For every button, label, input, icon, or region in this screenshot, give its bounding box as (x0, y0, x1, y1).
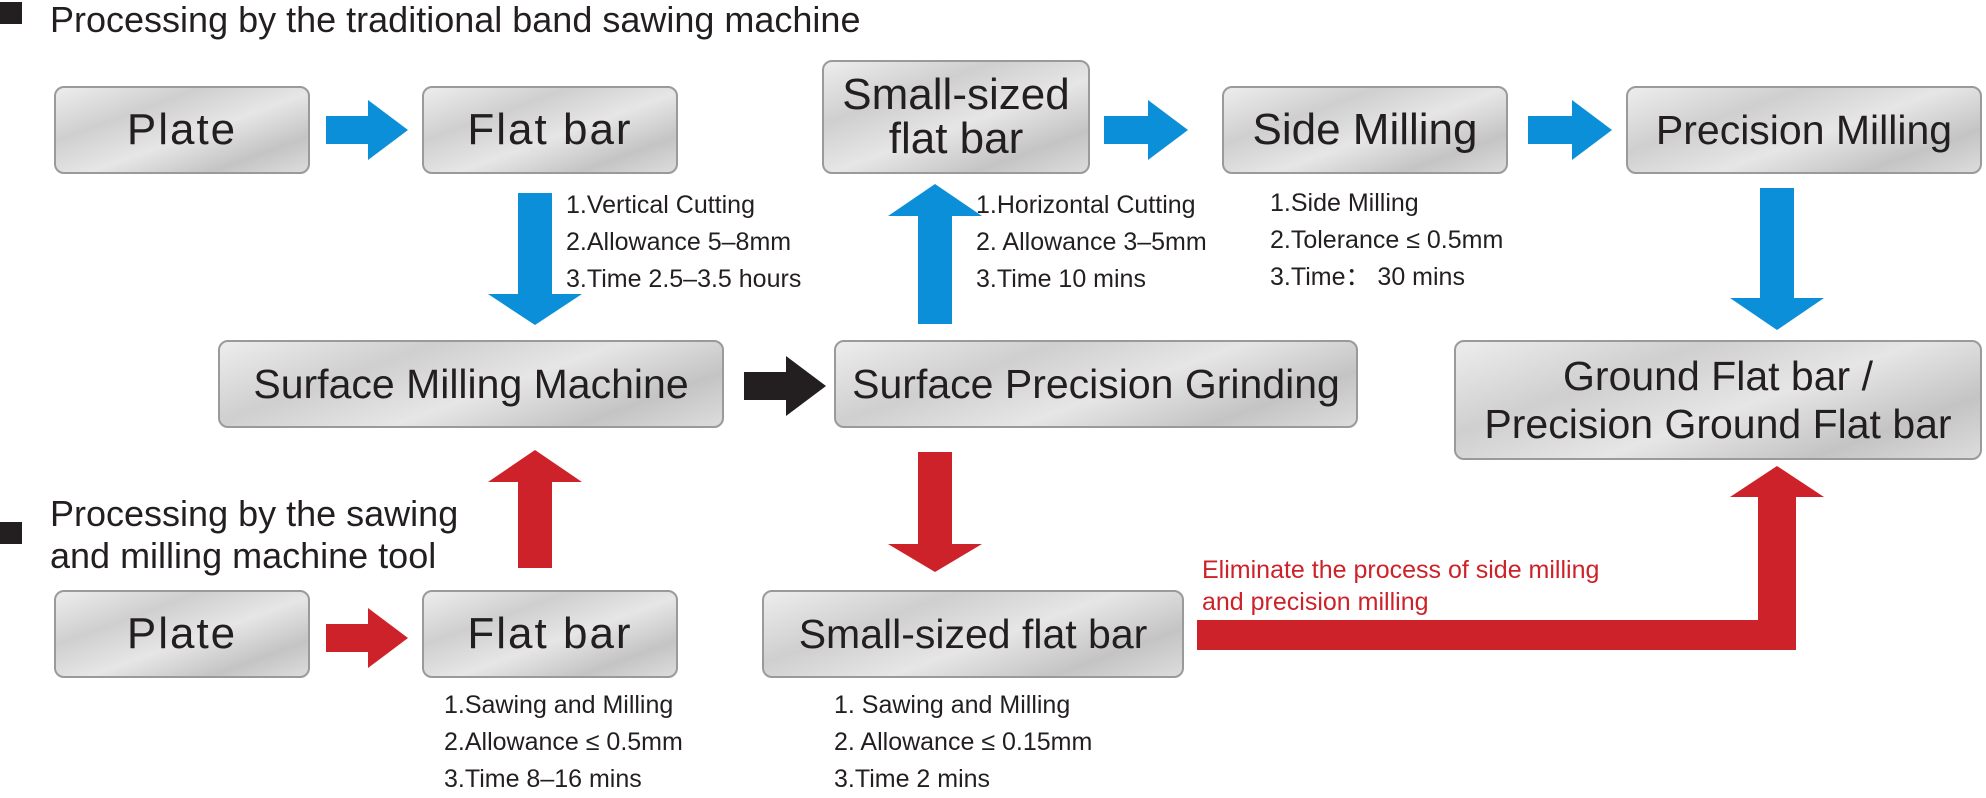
arrow-small-sized-bottom-to-ground-flat-bar (1197, 466, 1824, 650)
note-line: 2.Allowance ≤ 0.5mm (444, 728, 683, 756)
box-side-milling: Side Milling (1222, 86, 1508, 174)
arrow-small-sized-to-side-milling (1104, 100, 1188, 160)
heading-traditional: Processing by the traditional band sawin… (50, 0, 861, 40)
box-small-sized-bottom-label: Small-sized flat bar (798, 611, 1148, 657)
box-surface-milling-machine: Surface Milling Machine (218, 340, 724, 428)
box-plate-bottom-label: Plate (126, 609, 238, 658)
box-small-sized-top-label-line2: flat bar (888, 114, 1024, 163)
arrow-flatbar-to-surface-milling (488, 193, 582, 325)
note-line: 2.Tolerance ≤ 0.5mm (1270, 226, 1504, 254)
box-small-sized-top-label-line1: Small-sized (842, 70, 1070, 119)
box-small-sized-bottom: Small-sized flat bar (762, 590, 1184, 678)
note-line: 3.Time 2 mins (834, 765, 991, 793)
arrow-precision-milling-to-ground-flat-bar (1730, 188, 1824, 330)
note-sawing-milling-flat: 1.Sawing and Milling 2.Allowance ≤ 0.5mm… (444, 687, 683, 798)
arrow-flatbar-bottom-to-surface-milling (488, 450, 582, 568)
note-line: Eliminate the process of side milling (1202, 556, 1600, 584)
note-line: 1.Sawing and Milling (444, 691, 674, 719)
note-line: 3.Time 8–16 mins (444, 765, 642, 793)
arrow-grinding-to-small-sized-top (888, 184, 982, 324)
heading-sawing-milling-line2: and milling machine tool (50, 535, 437, 576)
box-plate-bottom: Plate (54, 590, 310, 678)
box-flat-bar-top: Flat bar (422, 86, 678, 174)
note-line: 3.Time 10 mins (976, 265, 1146, 293)
box-flat-bar-bottom: Flat bar (422, 590, 678, 678)
note-line: 1.Horizontal Cutting (976, 191, 1196, 219)
note-line: 1. Sawing and Milling (834, 691, 1071, 719)
note-line: 2. Allowance ≤ 0.15mm (834, 728, 1093, 756)
box-ground-flat-bar: Ground Flat bar / Precision Ground Flat … (1454, 340, 1982, 460)
note-line: 2.Allowance 5–8mm (566, 228, 792, 256)
note-line: 3.Time： 30 mins (1270, 263, 1465, 291)
heading-bullet-sawing-milling (0, 522, 22, 544)
arrow-plate-to-flatbar-bottom (326, 608, 408, 668)
arrow-grinding-to-small-sized-bottom (888, 452, 982, 572)
box-surface-precision-grinding: Surface Precision Grinding (834, 340, 1358, 428)
box-plate-top-label: Plate (126, 105, 238, 154)
heading-bullet-traditional (0, 2, 22, 24)
box-ground-flat-bar-label-line1: Ground Flat bar / (1563, 353, 1873, 399)
note-line: 2. Allowance 3–5mm (976, 228, 1207, 256)
box-flat-bar-bottom-label: Flat bar (467, 609, 633, 658)
arrow-plate-to-flatbar-top (326, 100, 408, 160)
box-ground-flat-bar-label-line2: Precision Ground Flat bar (1484, 401, 1952, 447)
arrow-surface-milling-to-grinding (744, 356, 826, 416)
note-line: 1.Vertical Cutting (566, 191, 755, 219)
heading-sawing-milling-line1: Processing by the sawing (50, 493, 459, 534)
box-surface-precision-grinding-label: Surface Precision Grinding (852, 361, 1340, 407)
note-line: 1.Side Milling (1270, 189, 1419, 217)
note-vertical-cutting: 1.Vertical Cutting 2.Allowance 5–8mm 3.T… (566, 187, 801, 298)
note-sawing-milling-small: 1. Sawing and Milling 2. Allowance ≤ 0.1… (834, 687, 1092, 798)
box-precision-milling: Precision Milling (1626, 86, 1982, 174)
arrow-side-milling-to-precision-milling (1528, 100, 1612, 160)
box-small-sized-top: Small-sized flat bar (822, 60, 1090, 174)
note-horizontal-cutting: 1.Horizontal Cutting 2. Allowance 3–5mm … (976, 187, 1207, 298)
box-plate-top: Plate (54, 86, 310, 174)
box-precision-milling-label: Precision Milling (1655, 107, 1953, 153)
note-line: 3.Time 2.5–3.5 hours (566, 265, 802, 293)
box-surface-milling-machine-label: Surface Milling Machine (253, 361, 689, 407)
box-flat-bar-top-label: Flat bar (467, 105, 633, 154)
note-line: and precision milling (1202, 588, 1429, 616)
note-eliminate-process: Eliminate the process of side milling an… (1202, 554, 1599, 618)
box-side-milling-label: Side Milling (1252, 105, 1478, 154)
note-side-milling: 1.Side Milling 2.Tolerance ≤ 0.5mm 3.Tim… (1270, 185, 1503, 296)
